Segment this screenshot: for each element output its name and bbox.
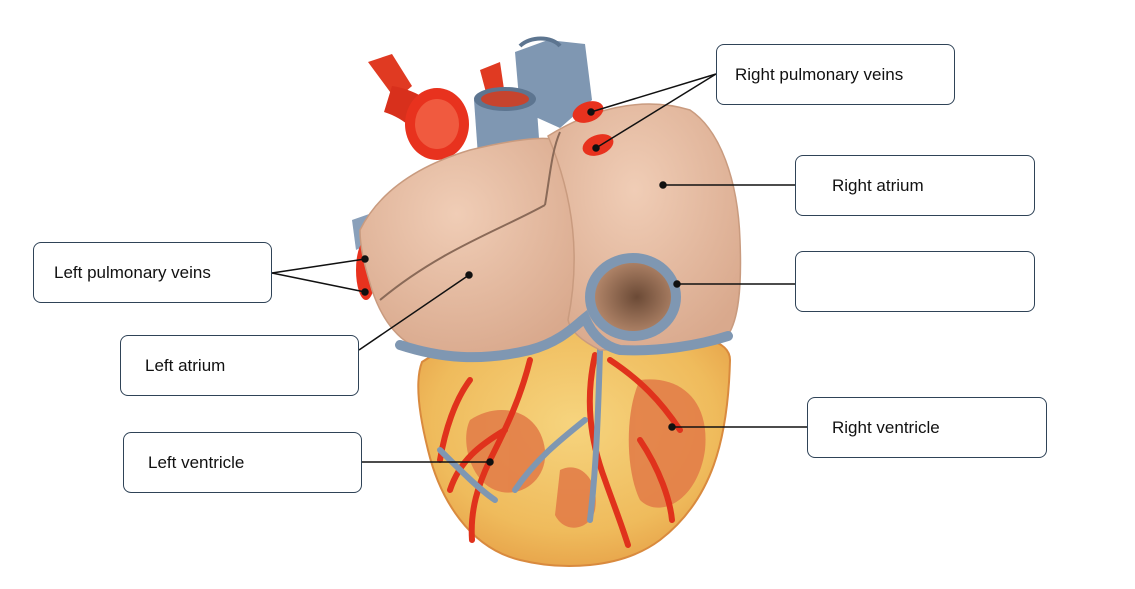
coronary-sinus [395, 309, 733, 363]
inferior-vena-cava-opening [585, 253, 681, 341]
label-right-pulmonary-veins: Right pulmonary veins [716, 44, 955, 105]
label-text: Right ventricle [832, 417, 940, 437]
coronary-arteries [437, 352, 683, 548]
label-right-ventricle: Right ventricle [807, 397, 1047, 458]
leader-lines [271, 73, 807, 466]
label-left-ventricle: Left ventricle [123, 432, 362, 493]
aortic-arch [368, 54, 505, 160]
label-left-pulmonary-veins: Left pulmonary veins [33, 242, 272, 303]
label-text: Right atrium [832, 175, 924, 195]
label-text: Left ventricle [148, 452, 245, 472]
left-atrium [359, 137, 576, 356]
coronary-veins [437, 347, 603, 523]
label-text: Left pulmonary veins [54, 262, 211, 282]
label-right-atrium: Right atrium [795, 155, 1035, 216]
label-blank[interactable] [795, 251, 1035, 312]
label-text: Left atrium [145, 355, 226, 375]
label-text: Right pulmonary veins [735, 64, 904, 84]
label-left-atrium: Left atrium [120, 335, 359, 396]
